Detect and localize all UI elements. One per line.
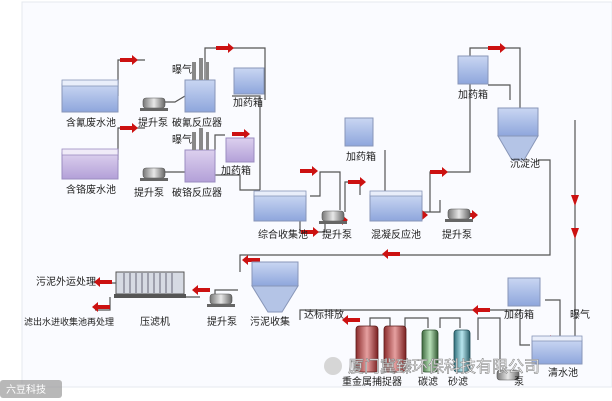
label-aeration-1: 曝气 [172,63,192,76]
heavy-metal-trap [355,325,407,373]
labels: 含氰废水池 含铬废水池 提升泵 破氰反应器 提升泵 破铬反应器 曝气 曝气 加药… [24,63,590,388]
filter-press [114,271,186,298]
cyanide-wastewater-tank [61,79,119,113]
label-aeration-3: 曝气 [570,308,590,321]
label-filter-press: 压滤机 [140,315,170,328]
wechat-icon [324,357,342,375]
label-cyanide-tank: 含氰废水池 [66,116,116,129]
coagulation-reaction-tank [369,190,423,222]
label-chromium-tank: 含铬废水池 [66,183,116,196]
watermark-corner: 六豆科技 [6,383,46,396]
dosing-tank-1 [233,67,265,95]
pump-6 [496,369,520,381]
dosing-tank-3 [344,117,374,147]
label-coag-tank: 混凝反应池 [371,228,421,241]
pump-5 [207,293,235,307]
label-pump-5: 提升泵 [207,316,237,328]
diagram-frame [21,1,612,388]
pump-3 [319,210,347,224]
label-aeration-2: 曝气 [172,133,192,146]
clear-water-tank [531,335,583,365]
dosing-tank-5 [507,277,541,307]
label-pump-1: 提升泵 [138,117,168,129]
label-dosing-2: 加药箱 [221,164,251,177]
cyanide-breaking-reactor [184,58,216,113]
sludge-collection-tank [251,261,299,313]
pump-2 [140,167,168,181]
label-cyanide-breaker: 破氰反应器 [172,116,222,129]
pump-4 [445,208,473,222]
label-pump-6: 泵 [514,376,524,388]
label-dosing-3: 加药箱 [346,150,376,163]
label-sand-filter: 砂滤 [448,375,468,388]
label-pump-2: 提升泵 [134,187,164,199]
sand-filter [453,329,471,373]
dosing-tank-2 [225,137,255,163]
corner-watermark: 六豆科技 [0,380,62,398]
carbon-filter [421,329,439,373]
label-carbon-filter: 碳滤 [418,375,438,388]
company-watermark: 厦门冀臻环保科技有限公司 [324,357,540,376]
chromium-breaking-reactor [184,128,216,183]
label-chromium-breaker: 破铬反应器 [172,186,222,199]
label-discharge: 达标排放 [304,308,344,321]
label-combined-tank: 综合收集池 [258,228,308,241]
label-pump-3: 提升泵 [322,229,352,241]
label-sludge-tank: 污泥收集 [250,315,290,328]
watermark-company: 厦门冀臻环保科技有限公司 [348,357,540,376]
chromium-wastewater-tank [61,148,119,180]
label-dosing-1: 加药箱 [233,96,263,109]
label-heavy-metal: 重金属捕捉器 [342,375,402,388]
label-dosing-5: 加药箱 [504,308,534,321]
settling-tank [497,107,539,161]
label-sludge-out: 污泥外运处理 [36,275,96,288]
label-pump-4: 提升泵 [442,229,472,241]
label-clear-tank: 清水池 [548,366,578,379]
dosing-tank-4 [457,55,489,85]
label-filtrate-return: 滤出水进收集池再处理 [24,316,114,328]
pump-1 [140,97,168,111]
label-dosing-4: 加药箱 [458,88,488,101]
combined-collection-tank [253,190,307,222]
label-settling-tank: 沉淀池 [510,157,540,170]
